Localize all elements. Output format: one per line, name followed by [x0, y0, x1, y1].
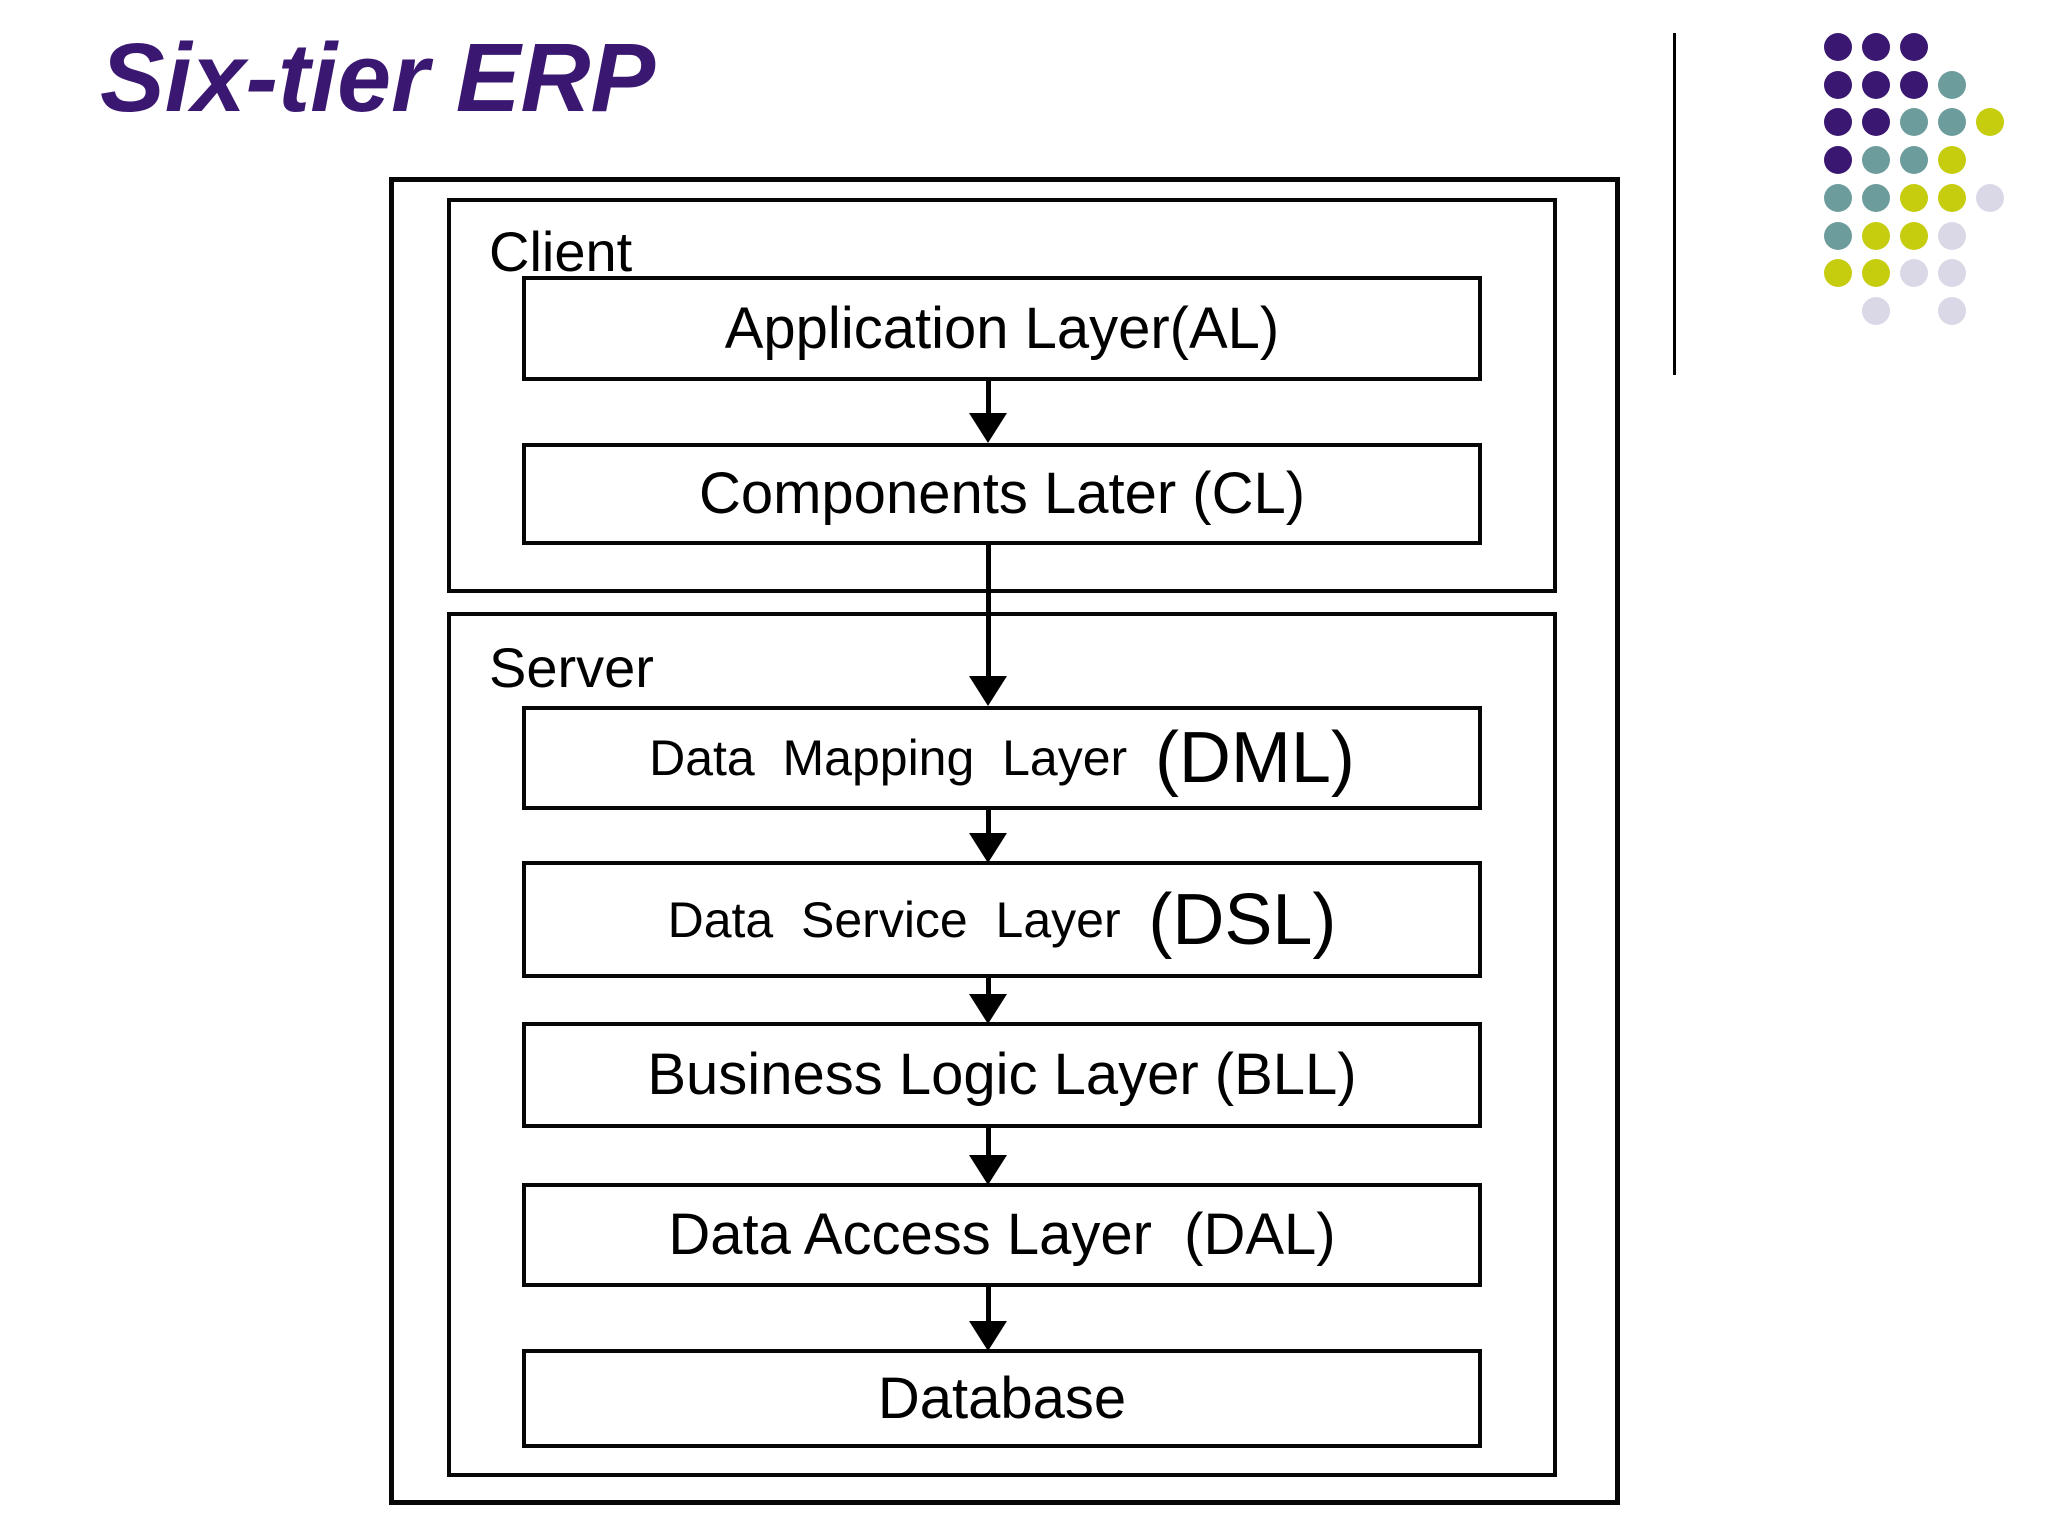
decor-dot [1938, 71, 1966, 99]
application-layer-box: Application Layer(AL) [522, 276, 1482, 381]
decor-dot [1900, 71, 1928, 99]
components-layer-box: Components Later (CL) [522, 443, 1482, 545]
business-logic-layer-box: Business Logic Layer (BLL) [522, 1022, 1482, 1128]
data-service-layer-abbr: (DSL) [1148, 879, 1337, 960]
decor-dot [1938, 108, 1966, 136]
application-layer-label: Application Layer(AL) [724, 295, 1280, 361]
decor-dot [1938, 259, 1966, 287]
decor-dot [1900, 259, 1928, 287]
server-label: Server [489, 636, 654, 699]
decor-dot [1862, 259, 1890, 287]
decor-dot [1862, 297, 1890, 325]
decor-dot [1824, 71, 1852, 99]
decor-dot [1938, 184, 1966, 212]
business-logic-layer-label: Business Logic Layer (BLL) [647, 1042, 1357, 1107]
data-access-layer-box: Data Access Layer (DAL) [522, 1183, 1482, 1287]
server-group-box [447, 612, 1557, 1477]
data-mapping-layer-label: Data Mapping Layer [649, 730, 1155, 786]
slide-title: Six-tier ERP [100, 23, 656, 132]
decor-dot [1862, 146, 1890, 174]
decor-dot [1862, 184, 1890, 212]
client-group-box [447, 198, 1557, 593]
data-mapping-layer-box: Data Mapping Layer (DML) [522, 706, 1482, 810]
decor-dot [1862, 33, 1890, 61]
decor-dot [1938, 146, 1966, 174]
decor-dot [1824, 146, 1852, 174]
decor-dot [1900, 222, 1928, 250]
decor-dot [1862, 71, 1890, 99]
decor-dot [1900, 33, 1928, 61]
data-service-layer-label: Data Service Layer [667, 891, 1149, 948]
erp-outer-box [389, 177, 1620, 1505]
decor-dot [1824, 33, 1852, 61]
data-mapping-layer-abbr: (DML) [1154, 718, 1355, 798]
decor-dot [1976, 184, 2004, 212]
decor-dot [1824, 259, 1852, 287]
decor-dot [1900, 184, 1928, 212]
database-box: Database [522, 1349, 1482, 1448]
decor-vertical-rule [1673, 33, 1676, 375]
components-layer-label: Components Later (CL) [698, 461, 1306, 526]
decor-dot [1900, 108, 1928, 136]
decor-dot [1824, 184, 1852, 212]
decor-dot [1824, 222, 1852, 250]
decor-dot [1862, 108, 1890, 136]
database-label: Database [877, 1365, 1127, 1431]
decor-dot [1900, 146, 1928, 174]
decor-dot [1824, 108, 1852, 136]
decor-dot [1938, 222, 1966, 250]
data-access-layer-label: Data Access Layer (DAL) [668, 1202, 1336, 1267]
client-label: Client [489, 220, 633, 283]
decor-dot [1976, 108, 2004, 136]
data-service-layer-box: Data Service Layer (DSL) [522, 861, 1482, 978]
decor-dot [1862, 222, 1890, 250]
decor-dot [1938, 297, 1966, 325]
